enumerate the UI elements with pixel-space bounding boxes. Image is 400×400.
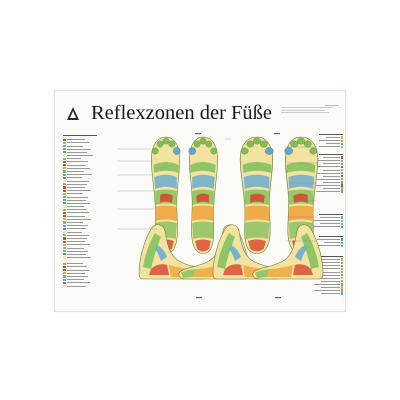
legend-entry bbox=[63, 151, 115, 154]
legend-entry bbox=[299, 187, 343, 190]
legend-entry bbox=[63, 189, 115, 192]
legend-entry bbox=[299, 273, 343, 277]
legend-entry bbox=[299, 244, 343, 248]
legend-entry bbox=[63, 157, 115, 160]
legend-entry bbox=[63, 230, 115, 234]
legend-entry bbox=[63, 250, 115, 253]
legend-entry bbox=[299, 280, 343, 283]
legend-group bbox=[299, 255, 343, 295]
legend-entry bbox=[299, 168, 343, 172]
legend-group bbox=[299, 235, 343, 248]
legend-entry bbox=[299, 162, 343, 166]
legend-entry bbox=[63, 167, 115, 170]
legend-entry bbox=[63, 243, 115, 246]
legend-entry bbox=[299, 286, 343, 289]
legend-entry bbox=[63, 269, 115, 272]
legend-entry bbox=[63, 265, 115, 268]
foot-logo-icon bbox=[67, 107, 79, 120]
legend-entry bbox=[63, 179, 115, 183]
legend-entry bbox=[63, 211, 115, 214]
legend-entry bbox=[63, 192, 115, 195]
legend-entry bbox=[63, 205, 115, 208]
legend-entry bbox=[63, 227, 115, 230]
legend-entry bbox=[63, 215, 115, 218]
legend-entry bbox=[299, 289, 343, 292]
legend-entry bbox=[63, 186, 115, 189]
legend-entry bbox=[299, 159, 343, 162]
legend-entry bbox=[299, 277, 343, 280]
legend-entry bbox=[299, 261, 343, 264]
legend-entry bbox=[63, 253, 115, 256]
legend-entry bbox=[63, 138, 115, 141]
legend-entry bbox=[63, 154, 115, 157]
legend-entry bbox=[63, 170, 115, 173]
publisher-info bbox=[281, 103, 339, 115]
legend-entry bbox=[299, 225, 343, 229]
legend-entry bbox=[299, 190, 343, 193]
legend-entry bbox=[299, 270, 343, 274]
legend-entry bbox=[299, 139, 343, 142]
legend-entry bbox=[63, 275, 115, 278]
legend-entry bbox=[299, 258, 343, 261]
legend-entry bbox=[299, 283, 343, 286]
legend-entry bbox=[299, 181, 343, 184]
organ-legend-right bbox=[299, 133, 343, 305]
legend-entry bbox=[299, 241, 343, 244]
legend-entry bbox=[63, 284, 115, 288]
legend-group bbox=[299, 153, 343, 193]
legend-entry bbox=[63, 144, 115, 148]
legend-entry bbox=[299, 267, 343, 271]
legend-entry bbox=[299, 264, 343, 268]
legend-entry bbox=[63, 202, 115, 205]
feet-illustrations bbox=[117, 133, 324, 299]
legend-entry bbox=[63, 262, 115, 265]
legend-entry bbox=[63, 183, 115, 186]
legend-entry bbox=[299, 222, 343, 226]
reflexology-poster: Reflexzonen der Füße bbox=[54, 90, 346, 312]
legend-group bbox=[299, 133, 343, 149]
poster-title: Reflexzonen der Füße bbox=[91, 102, 273, 124]
legend-entry bbox=[299, 184, 343, 187]
legend-entry bbox=[299, 142, 343, 146]
legend-entry bbox=[63, 278, 115, 281]
legend-entry bbox=[63, 281, 115, 284]
legend-entry bbox=[63, 176, 115, 179]
legend-entry bbox=[299, 178, 343, 181]
legend-entry bbox=[299, 171, 343, 175]
legend-entry bbox=[63, 208, 115, 211]
legend-entry bbox=[299, 156, 343, 159]
legend-entry bbox=[63, 173, 115, 176]
legend-group bbox=[299, 213, 343, 229]
legend-entry bbox=[299, 219, 343, 222]
legend-entry bbox=[63, 234, 115, 237]
legend-entry bbox=[63, 246, 115, 250]
legend-entry bbox=[299, 165, 343, 169]
legend-entry bbox=[299, 216, 343, 219]
legend-entry bbox=[63, 148, 115, 151]
legend-entry bbox=[299, 175, 343, 178]
legend-entry bbox=[63, 141, 115, 144]
organ-legend-left bbox=[63, 133, 115, 305]
legend-entry bbox=[63, 199, 115, 202]
legend-entry bbox=[299, 292, 343, 295]
legend-entry bbox=[63, 160, 115, 163]
legend-entry bbox=[299, 145, 343, 149]
legend-entry bbox=[63, 240, 115, 243]
legend-entry bbox=[299, 238, 343, 241]
legend-entry bbox=[63, 195, 115, 199]
legend-entry bbox=[63, 218, 115, 221]
legend-entry bbox=[63, 224, 115, 227]
legend-entry bbox=[63, 164, 115, 167]
legend-entry bbox=[63, 272, 115, 275]
legend-entry bbox=[63, 221, 115, 224]
legend-header bbox=[63, 133, 115, 138]
legend-entry bbox=[63, 256, 115, 259]
legend-entry bbox=[63, 237, 115, 240]
legend-entry bbox=[299, 136, 343, 139]
leader-lines bbox=[117, 138, 317, 242]
